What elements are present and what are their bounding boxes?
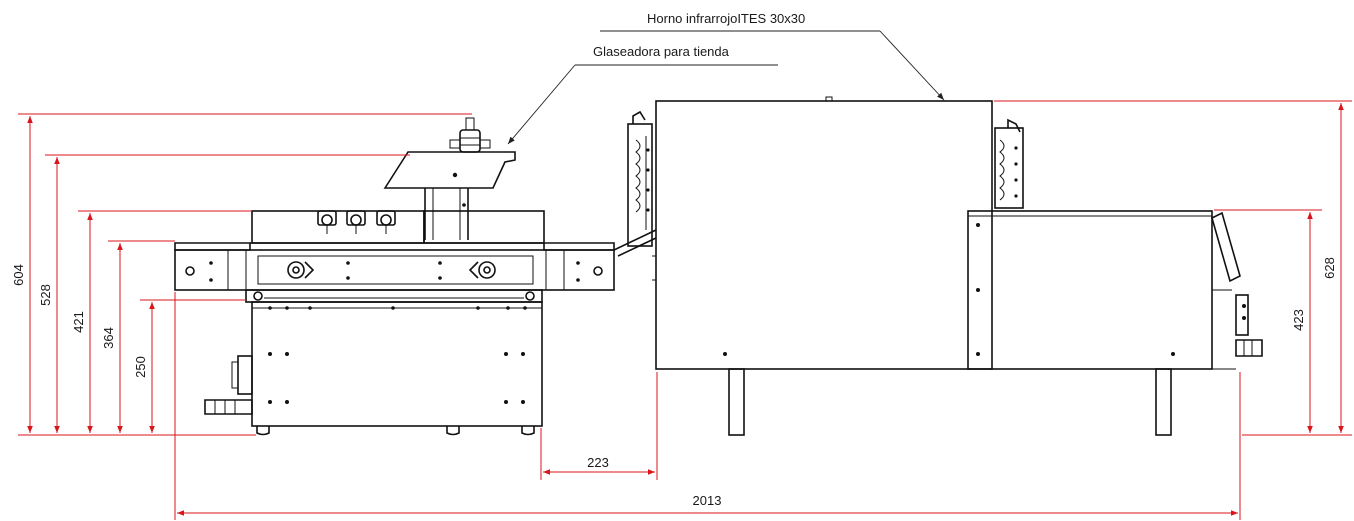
oven-leg-right (1155, 368, 1172, 436)
oven-right-rack (994, 118, 1024, 209)
dim-label-423: 423 (1291, 309, 1306, 331)
glazer-knob (459, 129, 481, 153)
oven-leg-left (728, 368, 745, 436)
glazer-nozzles (317, 210, 396, 234)
infrared-oven (627, 96, 1263, 436)
glazer-upper-tank (251, 210, 425, 244)
oven-upper-chamber (655, 100, 993, 370)
glazer-hose-connector (204, 399, 253, 415)
dim-label-223: 223 (587, 455, 609, 470)
glazer-callout: Glaseadora para tienda (507, 44, 778, 145)
dimensions: 604 528 421 364 250 628 423 223 2013 (11, 100, 1352, 520)
oven-callout-label: Horno infrarrojoITES 30x30 (647, 11, 805, 26)
glazer-callout-leader (507, 64, 576, 145)
dim-label-604: 604 (11, 264, 26, 286)
glazer-cabinet (251, 301, 543, 427)
glazer-knob-top (465, 117, 475, 131)
glazer-right-rail (543, 242, 615, 251)
glazer-hood (383, 151, 516, 189)
oven-control-body (967, 210, 1213, 370)
oven-left-rack (627, 110, 657, 281)
oven-hose-connector (1235, 339, 1263, 357)
dim-label-2013: 2013 (693, 493, 722, 508)
oven-callout: Horno infrarrojoITES 30x30 (600, 11, 945, 101)
glazer-machine (174, 117, 657, 436)
dim-label-364: 364 (101, 327, 116, 349)
dim-label-250: 250 (133, 356, 148, 378)
dim-label-528: 528 (38, 284, 53, 306)
dim-label-421: 421 (71, 311, 86, 333)
dim-label-628: 628 (1322, 257, 1337, 279)
oven-callout-leader (879, 30, 945, 101)
glazer-left-rail (174, 242, 251, 251)
oven-control-panel (1211, 211, 1241, 283)
glazer-callout-label: Glaseadora para tienda (593, 44, 730, 59)
